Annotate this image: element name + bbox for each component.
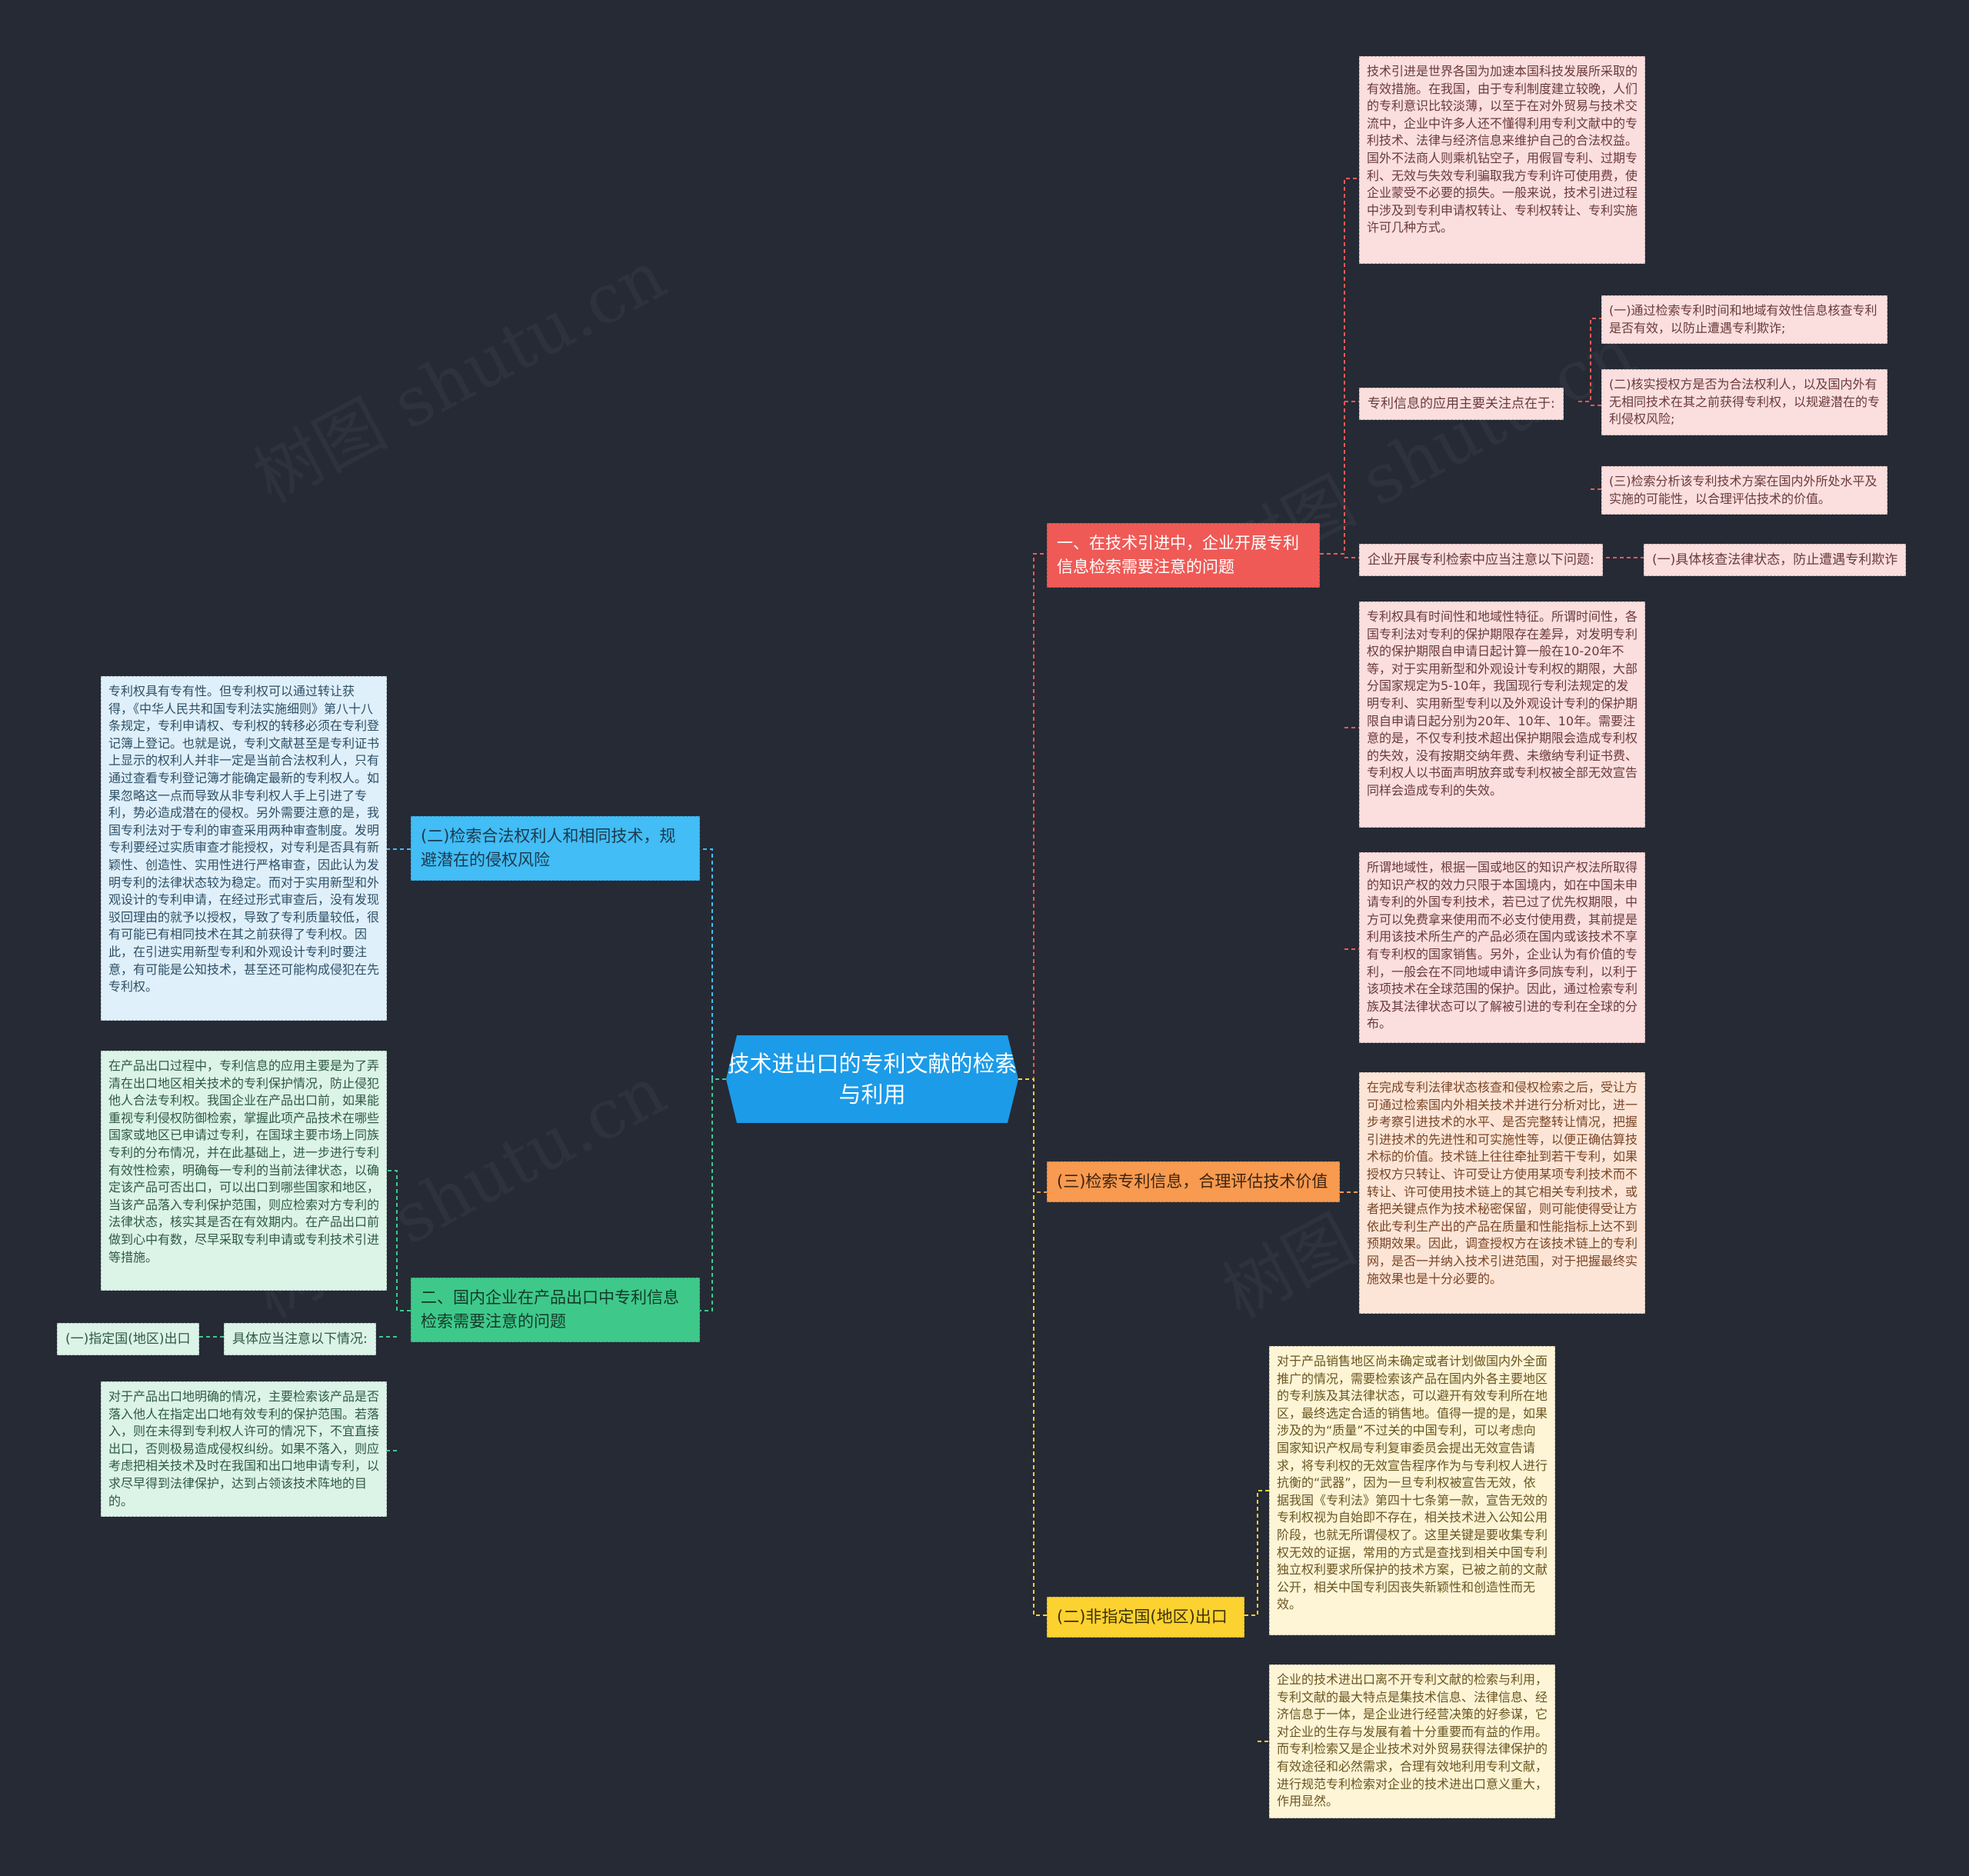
b4-note-label[interactable]: 具体应当注意以下情况:	[224, 1323, 376, 1355]
link-root-b3	[1018, 1078, 1047, 1193]
b3-text: 在完成专利法律状态核查和侵权检索之后，受让方可通过检索国内外相关技术并进行分析对…	[1359, 1072, 1645, 1314]
branch-tech-import[interactable]: 一、在技术引进中，企业开展专利信息检索需要注意的问题	[1047, 523, 1320, 588]
branch-rights-holder[interactable]: (二)检索合法权利人和相同技术，规避潜在的侵权风险	[411, 816, 700, 881]
b2-text: 专利权具有专有性。但专利权可以通过转让获得，《中华人民共和国专利法实施细则》第八…	[101, 676, 387, 1021]
branch-product-export[interactable]: 二、国内企业在产品出口中专利信息检索需要注意的问题	[411, 1278, 700, 1342]
b1-check-item: (一)具体核查法律状态，防止遭遇专利欺诈	[1644, 544, 1907, 576]
link-focus-items	[1578, 318, 1601, 490]
branch-tech-import-label: 一、在技术引进中，企业开展专利信息检索需要注意的问题	[1057, 534, 1299, 576]
b5-text-1: 对于产品销售地区尚未确定或者计划做国内外全面推广的情况，需要检索该产品在国内外各…	[1269, 1346, 1555, 1635]
b4-note-item: (一)指定国(地区)出口	[57, 1323, 199, 1355]
b4-text: 在产品出口过程中，专利信息的应用主要是为了弄清在出口地区相关技术的专利保护情况，…	[101, 1051, 387, 1291]
link-root-b5	[1018, 1078, 1047, 1616]
branch-tech-value-label: (三)检索专利信息，合理评估技术价值	[1057, 1172, 1328, 1191]
root-topic[interactable]: 技术进出口的专利文献的检索与利用	[726, 1035, 1018, 1123]
link-root-b1	[1018, 553, 1047, 1080]
b1-time-text: 专利权具有时间性和地域性特征。所谓时间性，各国专利法对专利的保护期限存在差异，对…	[1359, 601, 1645, 828]
link-b1-children	[1320, 178, 1359, 950]
b1-region-text: 所谓地域性，根据一国或地区的知识产权法所取得的知识产权的效力只限于本国境内，如在…	[1359, 852, 1645, 1043]
b5-text-2: 企业的技术进出口离不开专利文献的检索与利用，专利文献的最大特点是集技术信息、法律…	[1269, 1664, 1555, 1818]
link-root-b4	[700, 1078, 726, 1311]
b1-focus-item-1: (一)通过检索专利时间和地域有效性信息核查专利是否有效，以防止遭遇专利欺诈;	[1601, 295, 1887, 345]
link-b5-children	[1244, 1490, 1269, 1742]
b1-focus-item-3: (三)检索分析该专利技术方案在国内外所处水平及实施的可能性，以合理评估技术的价值…	[1601, 466, 1887, 515]
link-root-b2	[700, 848, 726, 1080]
branch-nonspecified-export-label: (二)非指定国(地区)出口	[1057, 1608, 1228, 1626]
branch-nonspecified-export[interactable]: (二)非指定国(地区)出口	[1047, 1597, 1244, 1638]
b1-focus-item-2: (二)核实授权方是否为合法权利人，以及国内外有无相同技术在其之前获得专利权，以规…	[1601, 369, 1887, 435]
root-topic-label: 技术进出口的专利文献的检索与利用	[727, 1051, 1018, 1108]
b1-intro-text: 技术引进是世界各国为加速本国科技发展所采取的有效措施。在我国，由于专利制度建立较…	[1359, 56, 1645, 264]
branch-product-export-label: 二、国内企业在产品出口中专利信息检索需要注意的问题	[421, 1288, 679, 1331]
branch-tech-value[interactable]: (三)检索专利信息，合理评估技术价值	[1047, 1161, 1340, 1202]
b1-focus-label[interactable]: 专利信息的应用主要关注点在于:	[1359, 388, 1564, 420]
branch-rights-holder-label: (二)检索合法权利人和相同技术，规避潜在的侵权风险	[421, 827, 676, 869]
b4-detail: 对于产品出口地明确的情况，主要检索该产品是否落入他人在指定出口地有效专利的保护范…	[101, 1381, 387, 1517]
link-b4-children	[378, 1170, 411, 1451]
b1-check-label[interactable]: 企业开展专利检索中应当注意以下问题:	[1359, 544, 1603, 576]
